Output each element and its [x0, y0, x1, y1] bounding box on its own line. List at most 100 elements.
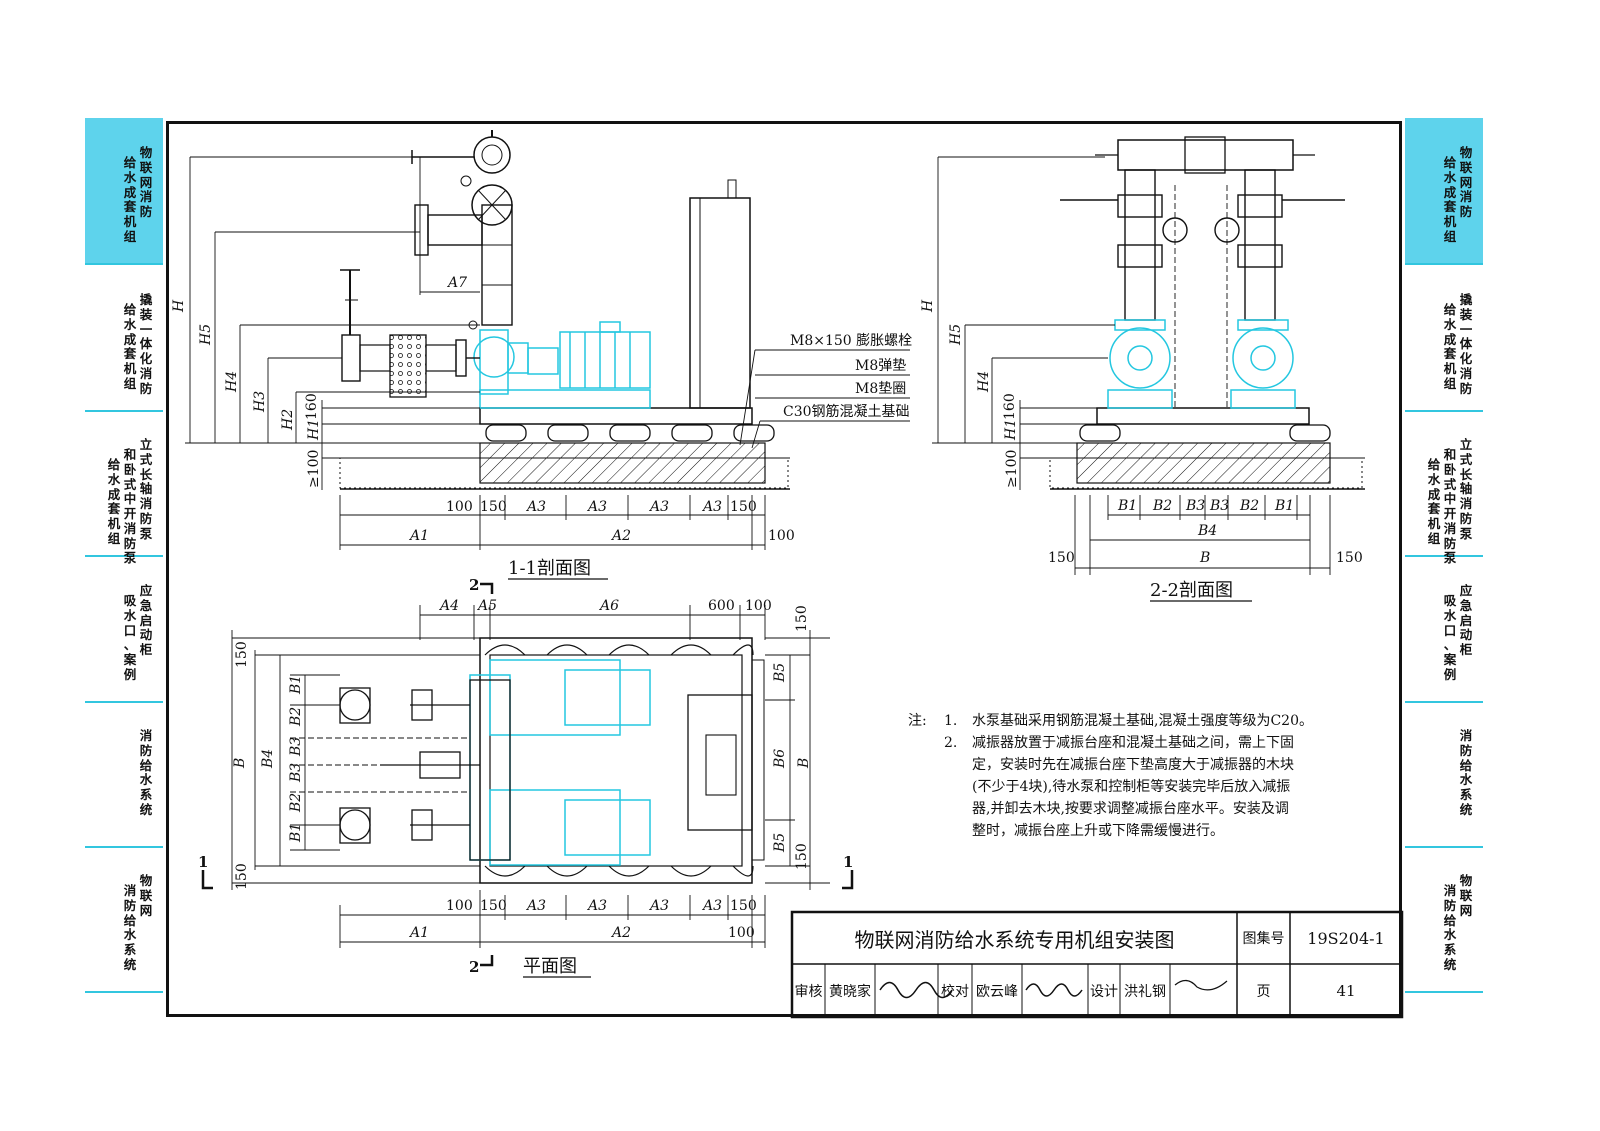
side-tab-label: 物联网消防 [139, 145, 153, 219]
page-number: 41 [1336, 981, 1356, 1000]
dim-B6: B6 [772, 749, 788, 769]
dims-1-1 [185, 156, 910, 550]
pumps-2-2 [1107, 319, 1296, 409]
dim-B2: B2 [1239, 498, 1259, 514]
note-2-line: (不少于4块),待水泵和控制柜等安装完毕后放入减振 [972, 779, 1291, 795]
dim-H5: H5 [948, 324, 964, 346]
side-tab-label: 撬装一体化消防 [139, 292, 153, 396]
plan-view [339, 637, 765, 884]
reviewer-name: 黄晓家 [829, 983, 871, 1000]
dim-160: 160 [304, 393, 320, 420]
dim-A6: A6 [598, 598, 619, 614]
dim-A3: A3 [701, 898, 722, 914]
title-block-grid [790, 910, 1404, 1019]
dim-B: B [1199, 550, 1210, 566]
side-tab-left-0[interactable]: 物联网消防给水成套机组 [85, 118, 163, 265]
cut-mark-top: 2 [469, 576, 479, 594]
side-tab-label: 立式长轴消防泵 [1459, 437, 1473, 541]
side-tab-label: 给水成套机组 [1427, 457, 1441, 546]
isolators-1-1 [485, 424, 775, 442]
dim-H: H [920, 299, 936, 313]
note-2-line: 减振器放置于减振台座和混凝土基础之间，需上下固 [972, 735, 1294, 751]
side-tab-label: 应急启动柜 [139, 583, 153, 657]
dim-A3: A3 [701, 499, 722, 515]
notes-label: 注: [908, 713, 927, 729]
side-tab-left-3[interactable]: 应急启动柜吸水口、案例 [85, 556, 163, 703]
side-tab-label: 吸水口、案例 [1443, 593, 1457, 682]
dim-H2: H2 [280, 409, 296, 431]
dim-A2: A2 [610, 528, 631, 544]
side-tab-right-3[interactable]: 应急启动柜吸水口、案例 [1405, 556, 1483, 703]
note-1-line: 水泵基础采用钢筋混凝土基础,混凝土强度等级为C20。 [972, 713, 1313, 729]
page-label: 页 [1256, 983, 1271, 1000]
dim-150: 150 [480, 898, 507, 914]
design-label: 设计 [1090, 983, 1118, 1000]
section-1-1 [339, 130, 790, 490]
dims-2-2 [932, 156, 1331, 575]
dim-100: 100 [446, 898, 473, 914]
callout-spring-washer: M8弹垫 [855, 358, 906, 374]
dim-150: 150 [1336, 550, 1363, 566]
callout-washer: M8垫圈 [855, 381, 906, 397]
dimension-labels: 100 150 A3 A3 A3 A3 150 A1 A2 100 A7 H H… [171, 275, 1363, 941]
dim-H5: H5 [198, 324, 214, 346]
dim-150: 150 [730, 499, 757, 515]
callout-bolt: M8×150 膨胀螺栓 [790, 332, 912, 349]
cut-mark-bottom: 2 [469, 958, 479, 976]
side-tab-label: 给水成套机组 [1443, 155, 1457, 244]
drawing-title: 物联网消防给水系统专用机组安装图 [854, 927, 1175, 952]
dim-A1: A1 [408, 528, 429, 544]
plan-dims [201, 582, 854, 967]
dim-H1: H1 [306, 419, 322, 441]
dim-A4: A4 [438, 598, 459, 614]
cut-mark-right: 1 [843, 853, 853, 871]
dim-100: 100 [745, 598, 772, 614]
side-tab-left-5[interactable]: 物联网消防给水系统 [85, 846, 163, 993]
side-tab-label: 立式长轴消防泵 [139, 437, 153, 541]
callout-foundation: C30钢筋混凝土基础 [783, 403, 910, 420]
side-tab-right-1[interactable]: 撬装一体化消防给水成套机组 [1405, 265, 1483, 412]
dim-A3: A3 [648, 898, 669, 914]
dim-B2: B2 [288, 707, 304, 727]
side-tab-right-4[interactable]: 消防给水系统 [1405, 701, 1483, 848]
dim-ge100: ≥100 [306, 450, 322, 488]
side-tab-label: 给水成套机组 [1443, 302, 1457, 391]
note-1-num: 1. [944, 713, 958, 729]
dim-150: 150 [1048, 550, 1075, 566]
dim-100: 100 [728, 925, 755, 941]
side-tab-right-0[interactable]: 物联网消防给水成套机组 [1405, 118, 1483, 265]
note-2-line: 定，安装时先在减振台座下垫高度大于减振器的木块 [972, 757, 1294, 773]
dim-150: 150 [794, 605, 810, 632]
dim-B1: B1 [1117, 498, 1137, 514]
dim-B1: B1 [288, 675, 304, 695]
side-tab-right-2[interactable]: 立式长轴消防泵和卧式中开消防泵给水成套机组 [1405, 410, 1483, 565]
dim-A3: A3 [586, 499, 607, 515]
side-tab-label: 消防给水系统 [123, 883, 137, 972]
dim-B1: B1 [288, 823, 304, 843]
dim-B3: B3 [1185, 498, 1205, 514]
dim-150: 150 [234, 641, 250, 668]
title-section-2-2: 2-2剖面图 [1150, 580, 1233, 601]
dim-B4: B4 [1197, 523, 1217, 539]
dim-B2: B2 [1152, 498, 1172, 514]
dim-H4: H4 [976, 371, 992, 393]
side-tab-left-2[interactable]: 立式长轴消防泵和卧式中开消防泵给水成套机组 [85, 410, 163, 565]
cut-mark-left: 1 [198, 853, 208, 871]
side-tab-label: 和卧式中开消防泵 [1443, 447, 1457, 566]
atlas-number: 19S204-1 [1307, 928, 1385, 948]
side-tab-label: 物联网消防 [1459, 145, 1473, 219]
dim-A7: A7 [446, 275, 467, 291]
dim-150: 150 [480, 499, 507, 515]
side-tab-right-5[interactable]: 物联网消防给水系统 [1405, 846, 1483, 993]
side-tab-label: 消防给水系统 [1443, 883, 1457, 972]
side-tab-left-4[interactable]: 消防给水系统 [85, 701, 163, 848]
dim-150: 150 [794, 843, 810, 870]
view-titles: 1-1剖面图 2-2剖面图 平面图 [508, 558, 1233, 977]
dim-H: H [171, 299, 187, 313]
dim-100: 100 [768, 528, 795, 544]
side-tab-label: 吸水口、案例 [123, 593, 137, 682]
side-tab-left-1[interactable]: 撬装一体化消防给水成套机组 [85, 265, 163, 412]
side-tab-label: 消防给水系统 [1459, 728, 1473, 817]
section-marks: 1 1 2 2 [198, 576, 853, 976]
